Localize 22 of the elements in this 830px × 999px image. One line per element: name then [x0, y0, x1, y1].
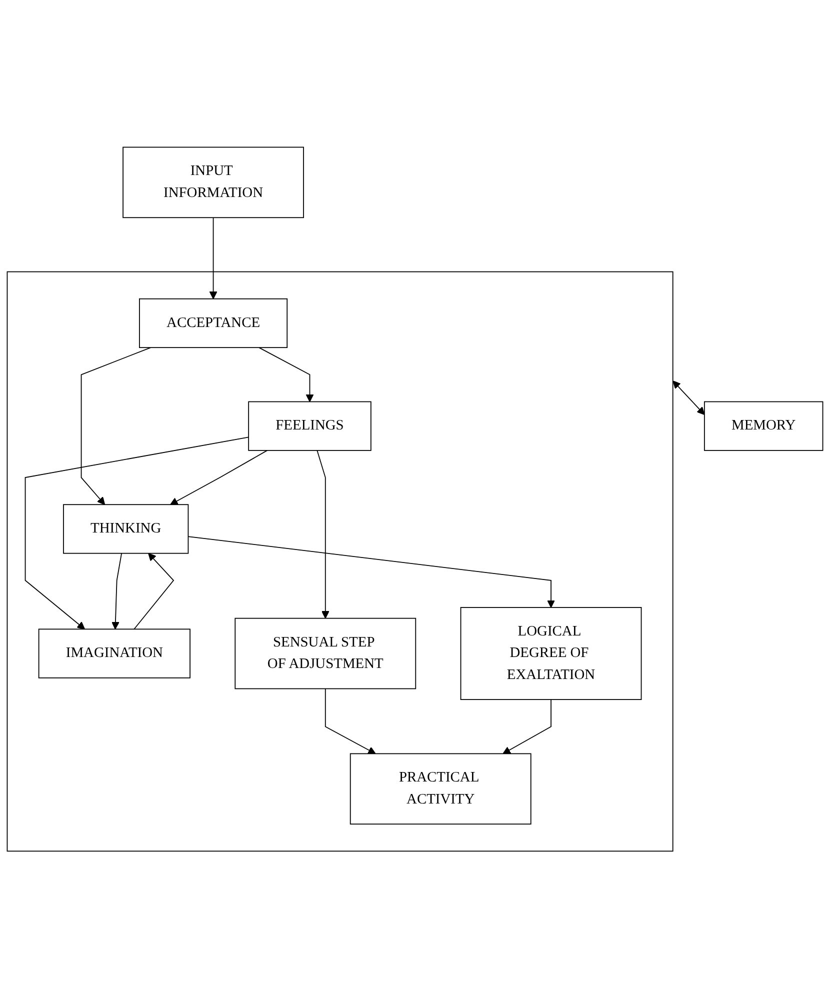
arrow — [672, 381, 705, 416]
arrow — [324, 688, 376, 754]
node-box: IMAGINATION — [38, 629, 190, 679]
node-box: MEMORY — [704, 402, 824, 452]
cluster — [6, 272, 674, 852]
arrow — [316, 450, 330, 619]
node-box: FEELINGS — [248, 402, 372, 452]
node-box: THINKING — [63, 504, 189, 554]
node-box: SENSUAL STEP OF ADJUSTMENT — [234, 618, 416, 690]
arrow — [80, 347, 152, 506]
arrow — [188, 536, 555, 608]
node-box: ACCEPTANCE — [139, 298, 288, 348]
node-box: INPUT INFORMATION — [122, 147, 304, 218]
arrow — [134, 553, 174, 630]
node-box: LOGICAL DEGREE OF EXALTATION — [460, 607, 642, 700]
arrow — [502, 699, 552, 754]
node-box: PRACTICAL ACTIVITY — [350, 754, 532, 825]
arrow — [24, 437, 250, 630]
arrow — [258, 347, 314, 402]
arrow — [170, 450, 268, 506]
arrow — [209, 217, 218, 300]
arrow — [111, 553, 122, 630]
